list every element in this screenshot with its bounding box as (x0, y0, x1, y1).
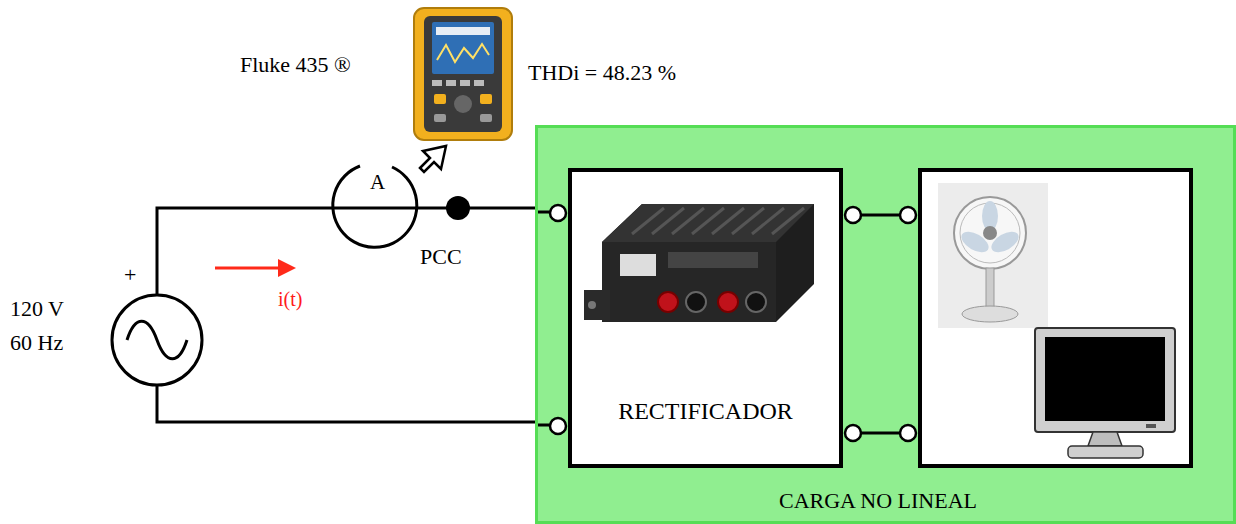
wire (157, 385, 535, 422)
box-title: RECTIFICADOR (572, 398, 839, 426)
wire (861, 432, 900, 435)
ammeter-symbol: A (370, 170, 385, 194)
sine-symbol (127, 321, 187, 359)
polarity-mark: + (124, 262, 136, 287)
pcc-dot (446, 196, 470, 220)
instrument-name: Fluke 435 ® (240, 52, 351, 77)
load-region-band: CARGA NO LINEAL RECTIFICADOR (535, 125, 1236, 524)
ac-source-symbol (112, 295, 202, 385)
current-name: i(t) (278, 288, 302, 311)
terminal (900, 425, 916, 441)
terminal (550, 205, 566, 221)
wire (157, 208, 535, 295)
terminal (900, 207, 916, 223)
terminal (550, 418, 566, 434)
source-frequency: 60 Hz (10, 330, 63, 355)
node-name: PCC (420, 244, 462, 269)
wire (538, 211, 550, 214)
source-voltage: 120 V (10, 296, 64, 321)
current-clamp (333, 166, 417, 247)
terminal (845, 425, 861, 441)
measure-arrow (420, 146, 446, 172)
wire (538, 424, 550, 427)
power-analyzer-picture (414, 8, 512, 140)
monitor-picture (1035, 328, 1175, 458)
region-title: CARGA NO LINEAL (538, 488, 1218, 513)
fan-picture (938, 183, 1048, 328)
rectifier-box: RECTIFICADOR (568, 168, 843, 468)
measurement-value: THDi = 48.23 % (528, 60, 676, 85)
current-arrow (215, 267, 282, 270)
terminal (845, 207, 861, 223)
load-box (920, 170, 1191, 466)
wire (861, 214, 900, 217)
current-arrowhead (278, 259, 296, 277)
converter-picture (584, 204, 814, 322)
